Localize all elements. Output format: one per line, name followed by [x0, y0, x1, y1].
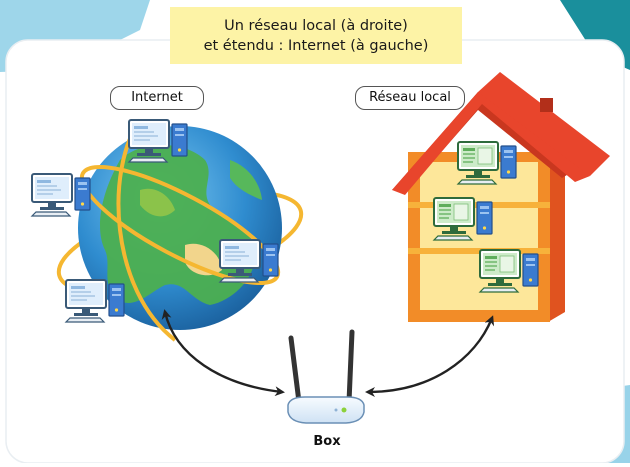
computer-icon-internet-bottom — [65, 279, 125, 323]
double-arrow-icon-internet — [161, 309, 285, 397]
diagram-title: Un réseau local (à droite) et étendu : I… — [170, 7, 462, 64]
router-icon — [287, 329, 365, 424]
label-internet: Internet — [110, 86, 204, 110]
title-line-2: et étendu : Internet (à gauche) — [203, 37, 429, 54]
computer-icon-lan-2 — [433, 197, 493, 241]
computer-icon-lan-1 — [457, 141, 517, 185]
computer-icon-internet-right — [219, 239, 279, 283]
label-box: Box — [313, 434, 341, 449]
label-lan: Réseau local — [355, 86, 465, 110]
computer-icon-internet-top — [128, 119, 188, 163]
double-arrow-icon-lan — [365, 315, 495, 397]
title-line-1: Un réseau local (à droite) — [224, 17, 408, 34]
computer-icon-lan-3 — [479, 249, 539, 293]
computer-icon-internet-left — [31, 173, 91, 217]
